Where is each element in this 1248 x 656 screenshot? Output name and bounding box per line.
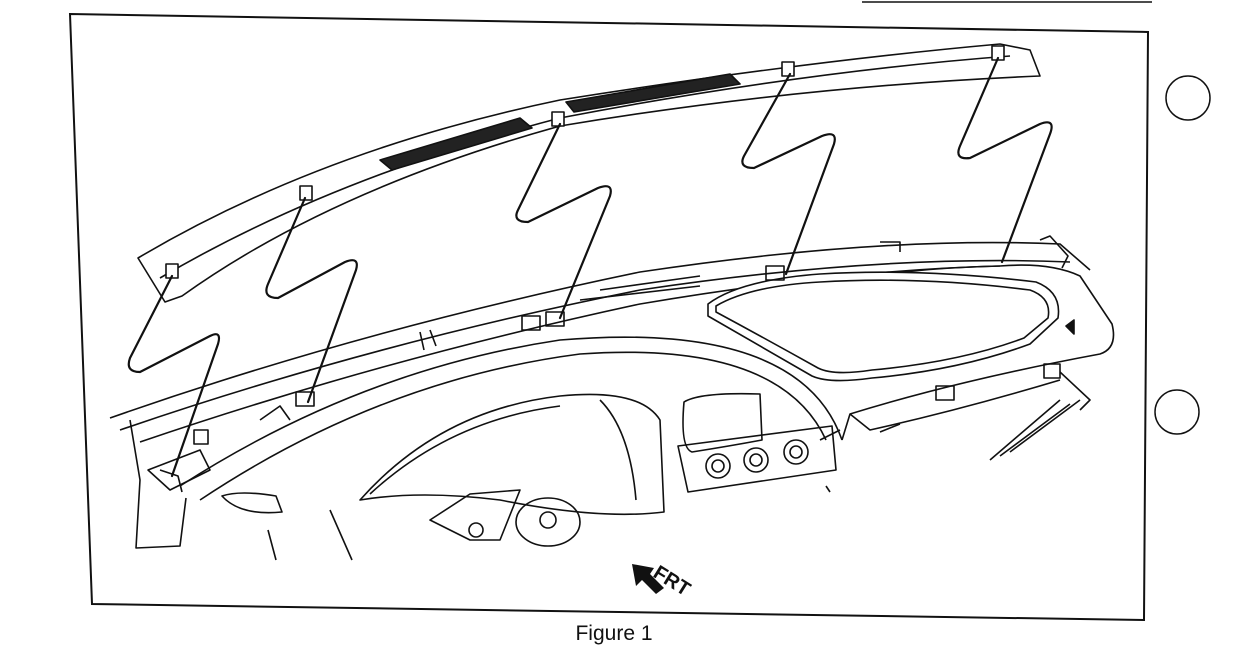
steering-column-hub	[515, 497, 581, 547]
instrument-panel	[109, 235, 1115, 561]
hvac-knob-icon	[705, 453, 731, 479]
front-direction-arrow-icon	[632, 564, 664, 594]
figure-caption-text: Figure 1	[575, 622, 653, 645]
punch-hole-icon	[1165, 75, 1211, 121]
figure-frame	[68, 12, 1150, 622]
hvac-knob-icon	[783, 439, 809, 465]
leader-lines	[127, 56, 1053, 478]
punch-hole-icon	[1154, 389, 1200, 435]
front-direction-indicator: FRT	[632, 562, 694, 601]
figure-caption: Figure 1	[0, 622, 1248, 646]
front-direction-label: FRT	[649, 562, 694, 601]
upper-trim-pad	[137, 43, 1041, 303]
hvac-knob-icon	[743, 447, 769, 473]
